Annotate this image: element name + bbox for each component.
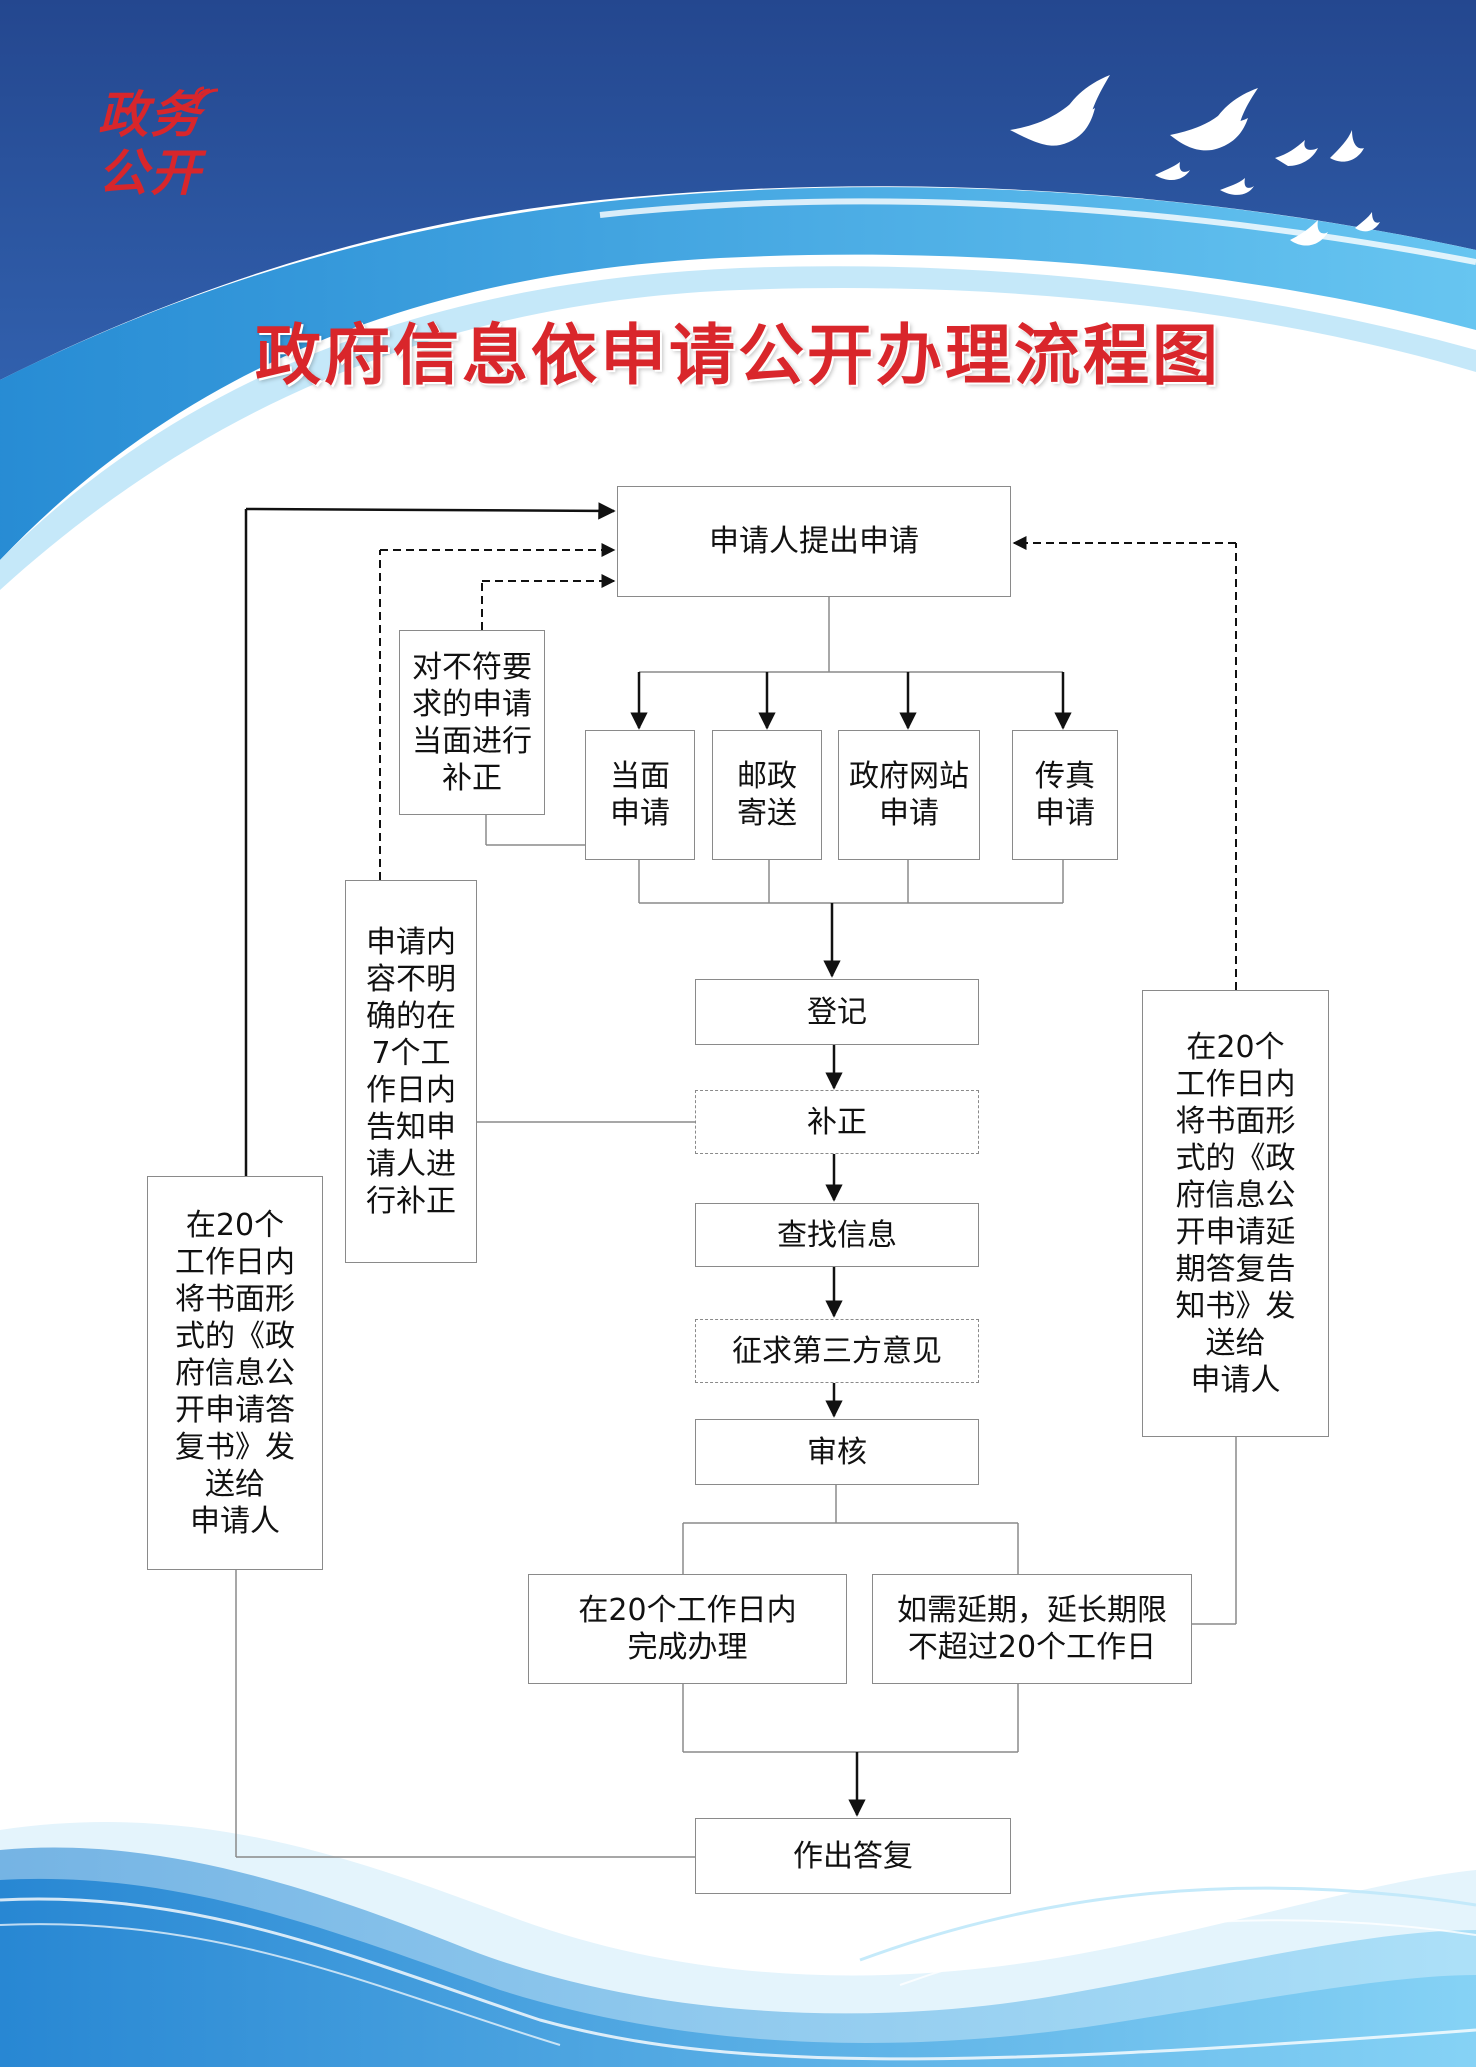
channel-website-box: 政府网站 申请 [838, 730, 980, 860]
onsite-line: 当面进行 [412, 723, 532, 759]
right-notice-line: 知书》发 [1175, 1288, 1296, 1324]
left-notice-line: 复书》发 [175, 1429, 295, 1465]
header-wave [0, 187, 1476, 560]
review-box: 审核 [695, 1419, 979, 1485]
reply-box: 作出答复 [695, 1818, 1011, 1894]
right-notice-line: 工作日内 [1175, 1066, 1296, 1102]
unclear-line: 申请内 [366, 924, 456, 960]
correction-box: 补正 [695, 1090, 979, 1154]
register-box: 登记 [695, 979, 979, 1045]
left-notice-line: 在20个 [185, 1207, 285, 1243]
onsite-line: 对不符要 [412, 649, 532, 685]
onsite-correction-box: 对不符要 求的申请 当面进行 补正 [399, 630, 545, 815]
channel-line: 申请 [610, 796, 670, 831]
channel-line: 传真 [1035, 759, 1095, 794]
unclear-line: 确的在 [366, 998, 456, 1034]
right-notice-line: 将书面形 [1175, 1103, 1296, 1139]
unclear-line: 作日内 [366, 1072, 456, 1108]
apply-box: 申请人提出申请 [617, 486, 1011, 597]
right-notice-line: 期答复告 [1175, 1251, 1296, 1287]
third-party-label: 征求第三方意见 [732, 1333, 942, 1369]
search-info-box: 查找信息 [695, 1203, 979, 1267]
right-notice-line: 开申请延 [1175, 1214, 1296, 1250]
logo-line1: 政务 [98, 86, 202, 144]
channel-line: 邮政 [737, 759, 797, 794]
left-notice-line: 式的《政 [175, 1318, 295, 1354]
gov-affairs-logo: 政务 公开 [92, 70, 232, 210]
reply-label: 作出答复 [793, 1838, 913, 1874]
unclear-line: 容不明 [366, 961, 456, 997]
channel-in-person-box: 当面 申请 [585, 730, 695, 860]
channel-line: 申请 [1035, 796, 1095, 831]
search-info-label: 查找信息 [777, 1217, 897, 1253]
extend-box: 如需延期，延长期限 不超过20个工作日 [872, 1574, 1192, 1684]
right-notice-line: 在20个 [1186, 1029, 1285, 1065]
left-notice-box: 在20个 工作日内 将书面形 式的《政 府信息公 开申请答 复书》发 送给 申请… [147, 1176, 323, 1570]
onsite-line: 求的申请 [412, 686, 532, 722]
complete-line: 在20个工作日内 [578, 1593, 797, 1628]
left-notice-line: 开申请答 [175, 1392, 295, 1428]
unclear-line: 请人进 [366, 1146, 456, 1182]
left-notice-line: 送给 [205, 1466, 265, 1502]
correction-label: 补正 [807, 1104, 867, 1140]
unclear-line: 7个工 [371, 1035, 451, 1071]
right-notice-line: 申请人 [1190, 1362, 1281, 1398]
left-notice-line: 工作日内 [175, 1244, 295, 1280]
review-label: 审核 [807, 1434, 867, 1470]
right-notice-line: 送给 [1205, 1325, 1266, 1361]
blue-wave-decoration [0, 1822, 1476, 2067]
right-notice-line: 府信息公 [1175, 1177, 1296, 1213]
right-notice-box: 在20个 工作日内 将书面形 式的《政 府信息公 开申请延 期答复告 知书》发 … [1142, 990, 1329, 1437]
complete-line: 完成办理 [627, 1630, 748, 1665]
register-label: 登记 [807, 994, 867, 1030]
logo-line2: 公开 [98, 144, 202, 202]
wifi-signal-icon [194, 86, 219, 113]
unclear-request-box: 申请内 容不明 确的在 7个工 作日内 告知申 请人进 行补正 [345, 880, 477, 1263]
onsite-line: 补正 [442, 760, 502, 796]
left-notice-line: 府信息公 [175, 1355, 295, 1391]
complete-box: 在20个工作日内 完成办理 [528, 1574, 847, 1684]
apply-label: 申请人提出申请 [709, 524, 919, 559]
channel-line: 当面 [610, 759, 670, 794]
unclear-line: 告知申 [366, 1109, 456, 1145]
extend-line: 不超过20个工作日 [907, 1630, 1157, 1665]
channel-line: 政府网站 [849, 759, 969, 794]
unclear-line: 行补正 [366, 1183, 456, 1219]
left-notice-line: 将书面形 [175, 1281, 295, 1317]
channel-fax-box: 传真 申请 [1012, 730, 1118, 860]
channel-line: 寄送 [737, 796, 797, 831]
page-title: 政府信息依申请公开办理流程图 [255, 317, 1221, 394]
channel-line: 申请 [879, 796, 939, 831]
channel-mail-box: 邮政 寄送 [712, 730, 822, 860]
third-party-box: 征求第三方意见 [695, 1319, 979, 1383]
left-notice-line: 申请人 [190, 1503, 280, 1539]
header-band [0, 0, 1476, 380]
dove-icon [1010, 75, 1380, 246]
right-notice-line: 式的《政 [1175, 1140, 1296, 1176]
extend-line: 如需延期，延长期限 [897, 1593, 1167, 1628]
